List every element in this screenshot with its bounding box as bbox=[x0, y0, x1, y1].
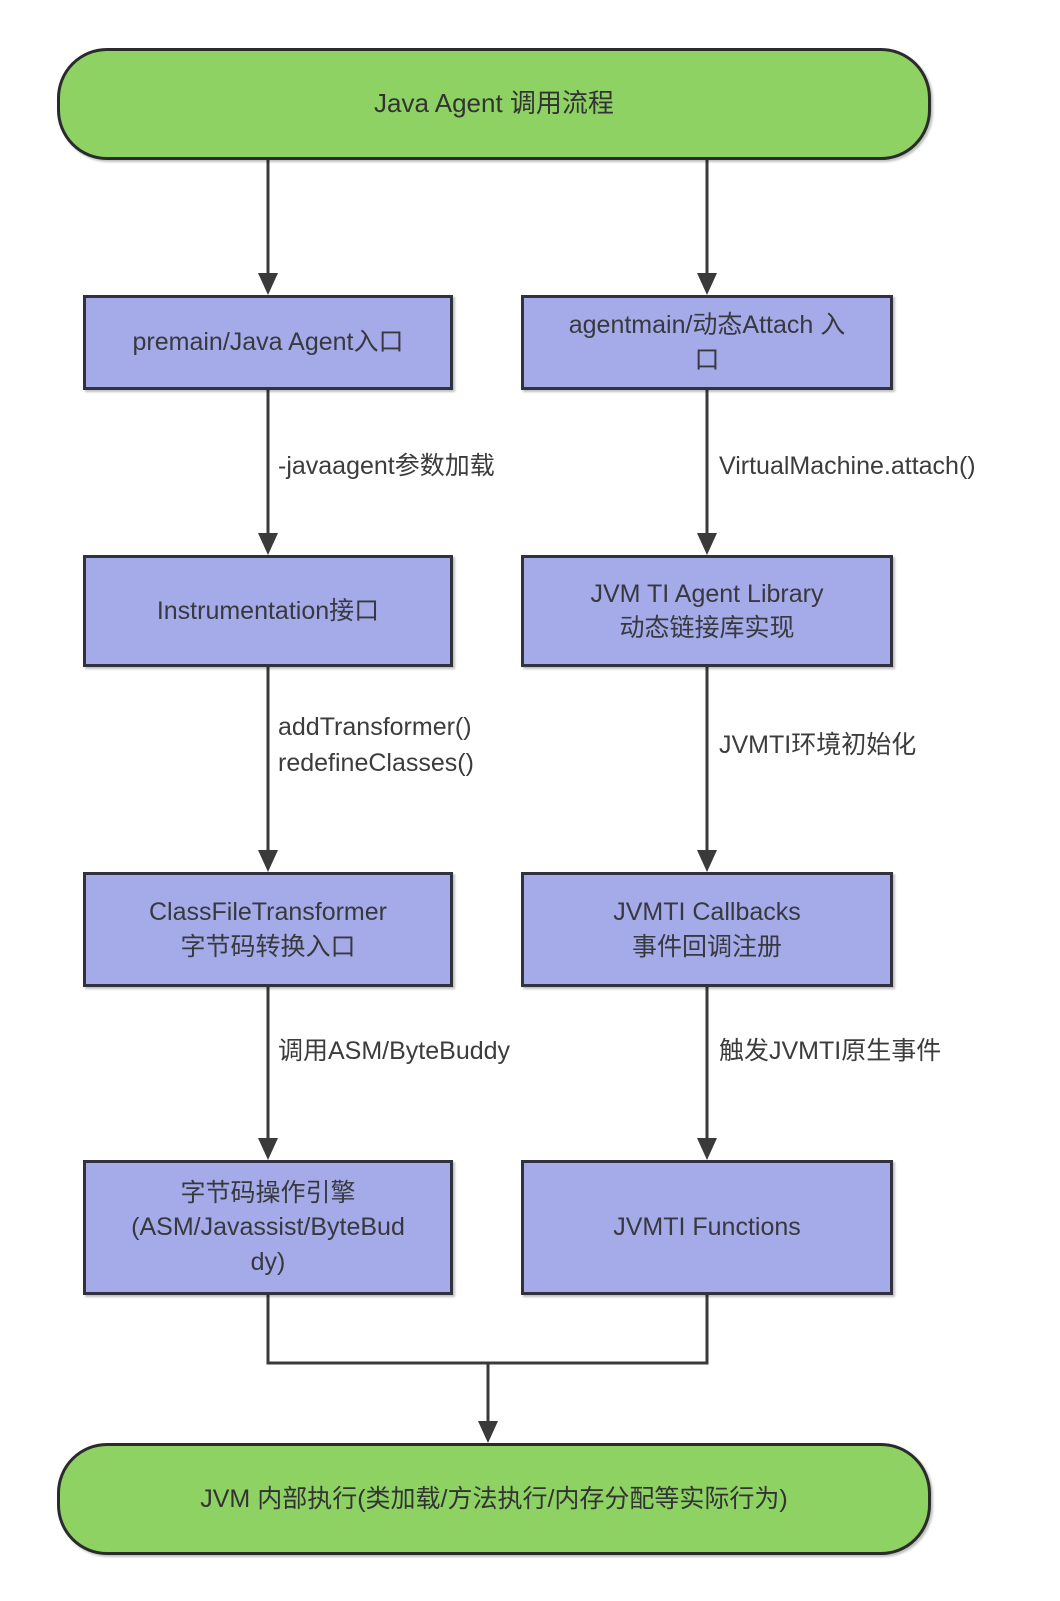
connector-jvmti-library-to-callbacks bbox=[697, 667, 717, 872]
connector-classfiletransformer-to-engine bbox=[258, 987, 278, 1160]
connector-merge-to-jvm bbox=[266, 1295, 709, 1443]
node-bytecode-engine: 字节码操作引擎 (ASM/Javassist/ByteBud dy) bbox=[83, 1160, 453, 1295]
node-premain-label: premain/Java Agent入口 bbox=[132, 328, 404, 357]
connector-premain-to-instrumentation bbox=[258, 390, 278, 555]
edge-label-trigger-jvmti-events: 触发JVMTI原生事件 bbox=[719, 1036, 942, 1065]
node-bytecode-engine-label: 字节码操作引擎 (ASM/Javassist/ByteBud dy) bbox=[131, 1178, 405, 1276]
node-title: Java Agent 调用流程 bbox=[57, 48, 931, 160]
node-premain: premain/Java Agent入口 bbox=[83, 295, 453, 390]
node-jvmti-agent-library: JVM TI Agent Library 动态链接库实现 bbox=[521, 555, 893, 667]
node-jvm-internal-execution: JVM 内部执行(类加载/方法执行/内存分配等实际行为) bbox=[57, 1443, 931, 1555]
edge-label-addtransformer: addTransformer() redefineClasses() bbox=[278, 712, 474, 777]
node-jvmti-callbacks: JVMTI Callbacks 事件回调注册 bbox=[521, 872, 893, 987]
node-title-label: Java Agent 调用流程 bbox=[374, 88, 614, 119]
node-jvmti-functions-label: JVMTI Functions bbox=[613, 1213, 801, 1242]
connector-agentmain-to-jvmti-library bbox=[697, 390, 717, 555]
node-agentmain-label: agentmain/动态Attach 入 口 bbox=[568, 311, 846, 374]
connector-instrumentation-to-classfiletransformer bbox=[258, 667, 278, 872]
node-jvmti-agent-library-label: JVM TI Agent Library 动态链接库实现 bbox=[590, 579, 824, 643]
node-classfiletransformer-label: ClassFileTransformer 字节码转换入口 bbox=[148, 898, 387, 961]
connector-title-to-agentmain bbox=[697, 160, 717, 295]
node-jvm-internal-execution-label: JVM 内部执行(类加载/方法执行/内存分配等实际行为) bbox=[200, 1484, 788, 1513]
node-jvmti-callbacks-label: JVMTI Callbacks 事件回调注册 bbox=[613, 898, 801, 961]
node-jvmti-functions: JVMTI Functions bbox=[521, 1160, 893, 1295]
connector-callbacks-to-functions bbox=[697, 987, 717, 1160]
node-instrumentation-label: Instrumentation接口 bbox=[156, 596, 380, 625]
edge-label-jvmti-env-init: JVMTI环境初始化 bbox=[719, 730, 917, 759]
node-agentmain: agentmain/动态Attach 入 口 bbox=[521, 295, 893, 390]
edge-label-call-asm-bytebuddy: 调用ASM/ByteBuddy bbox=[278, 1036, 511, 1065]
node-classfiletransformer: ClassFileTransformer 字节码转换入口 bbox=[83, 872, 453, 987]
edge-label-virtualmachine-attach: VirtualMachine.attach() bbox=[719, 451, 976, 480]
connector-title-to-premain bbox=[258, 160, 278, 295]
edge-label-javaagent-load: -javaagent参数加载 bbox=[278, 451, 495, 480]
node-instrumentation: Instrumentation接口 bbox=[83, 555, 453, 667]
